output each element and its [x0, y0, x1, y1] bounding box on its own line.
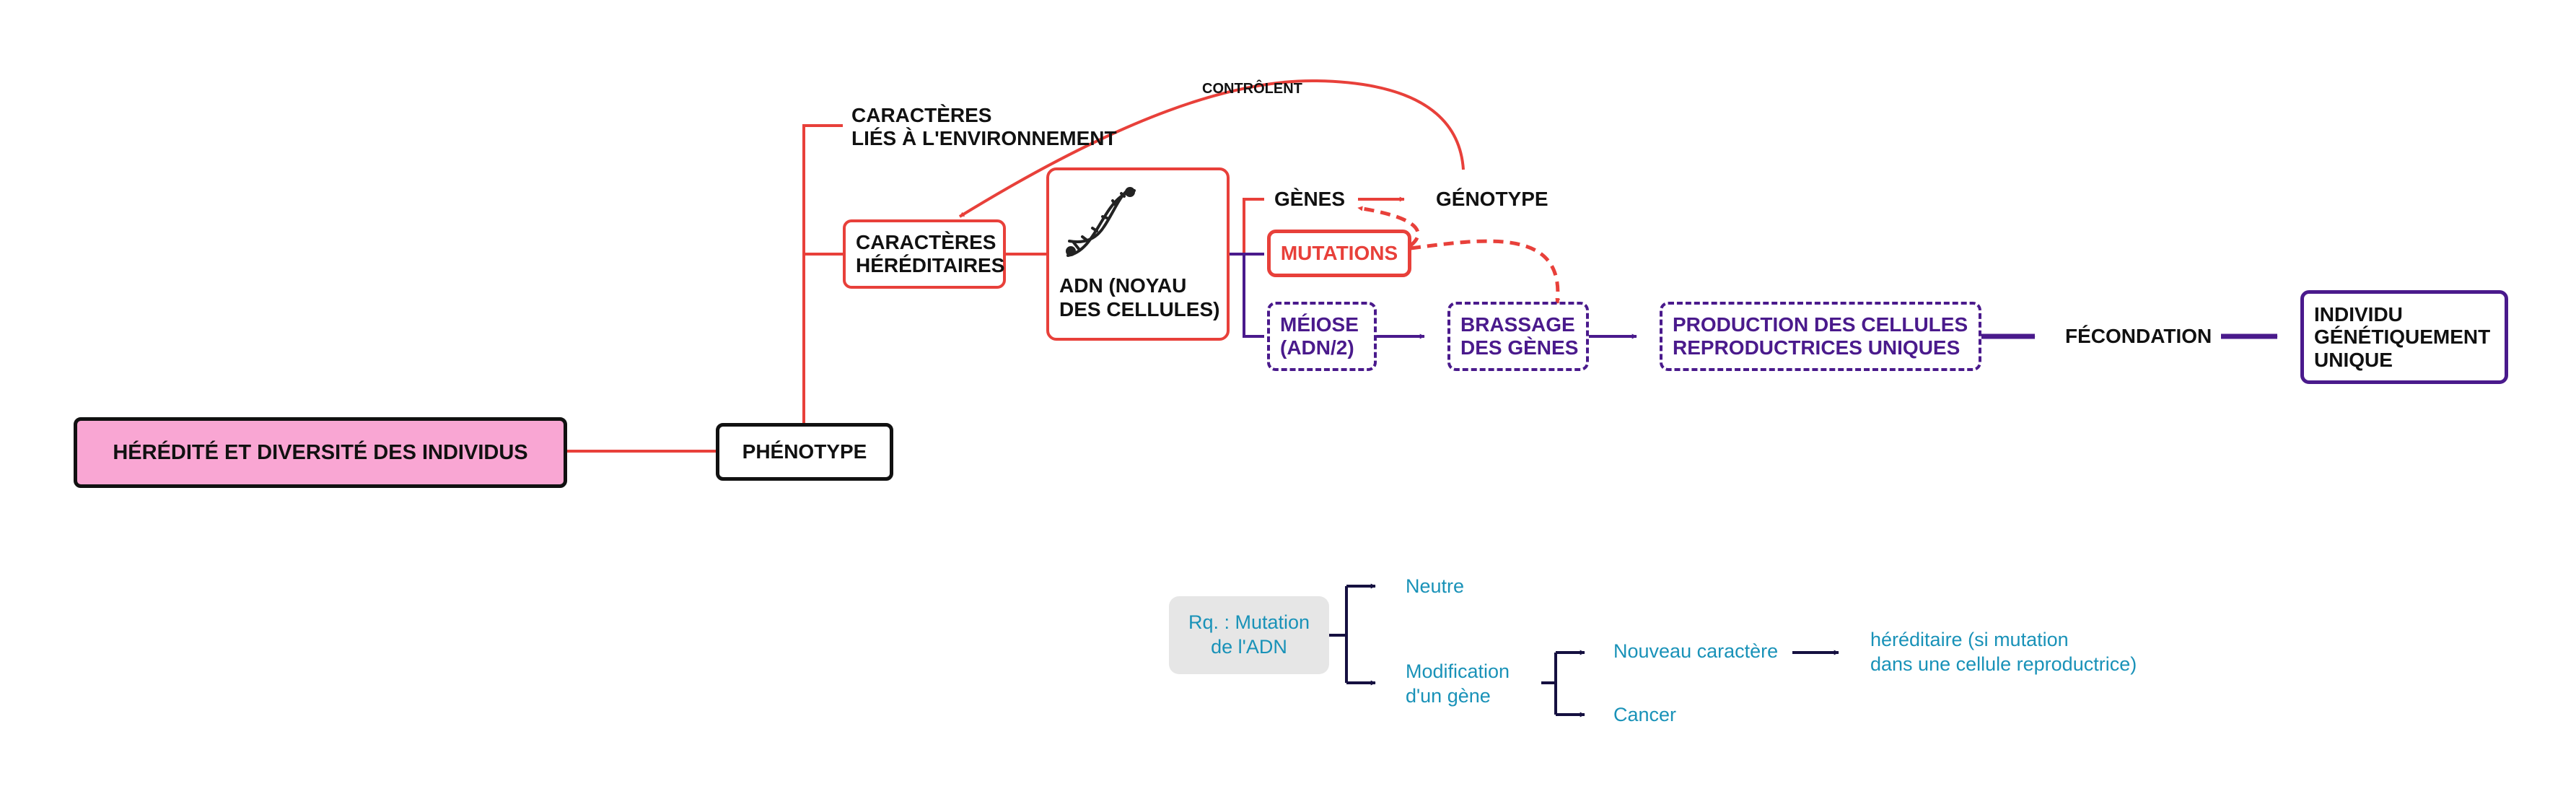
remark-modification-line2: d'un gène [1406, 684, 1491, 707]
remark-connectors [1329, 583, 1839, 717]
dna-icon [1066, 187, 1136, 257]
meiose-line1: Méiose [1280, 313, 1359, 336]
remark-hereditaire-line2: dans une cellule reproductrice) [1870, 653, 2137, 675]
connector-adn-meiose [1243, 254, 1264, 338]
individu-line3: unique [2314, 348, 2393, 371]
root-label: Hérédité et diversité des individus [113, 440, 528, 464]
individu-line1: Individu [2314, 302, 2403, 326]
remark-cancer: Cancer [1613, 704, 1677, 725]
genes-label: Gènes [1274, 188, 1346, 210]
mutations-label: Mutations [1280, 242, 1398, 264]
connector-phenotype-branches [802, 124, 843, 423]
hered-chars-line1: Caractères [856, 230, 996, 253]
production-node: Production des cellules reproductrices u… [1660, 302, 1981, 371]
remark-hereditaire: héréditaire (si mutation dans une cellul… [1870, 628, 2137, 677]
genotype-label: Génotype [1436, 188, 1548, 210]
connector-adn-genes [1243, 198, 1264, 254]
env-chars-line1: Caractères [851, 104, 992, 126]
adn-line2: des cellules) [1059, 298, 1220, 321]
brassage-node: Brassage des gènes [1447, 302, 1589, 371]
controlent-label: Contrôlent [1202, 81, 1302, 97]
meiose-line2: (ADN/2) [1280, 336, 1354, 359]
fecondation-label: Fécondation [2065, 325, 2212, 347]
controlent-arc [958, 79, 1465, 218]
remark-modification-line1: Modification [1406, 660, 1510, 682]
production-line2: reproductrices uniques [1673, 336, 1961, 359]
individu-line2: génétiquement [2314, 326, 2491, 349]
phenotype-node: Phénotype [716, 423, 893, 481]
hered-chars-node: Caractères héréditaires [843, 219, 1006, 289]
adn-node: ADN (noyau des cellules) [1046, 167, 1230, 341]
env-chars-line2: liés à l'environnement [851, 127, 1117, 150]
hered-chars-line2: héréditaires [856, 254, 1005, 276]
production-line1: Production des cellules [1673, 313, 1968, 336]
adn-line1: ADN (noyau [1059, 274, 1187, 297]
root-node: Hérédité et diversité des individus [74, 417, 567, 488]
individu-node: Individu génétiquement unique [2300, 290, 2508, 384]
mutations-node: Mutations [1267, 230, 1411, 277]
phenotype-label: Phénotype [742, 440, 867, 463]
remark-neutre: Neutre [1406, 575, 1465, 597]
brassage-line1: Brassage [1460, 313, 1575, 336]
remark-line1: Rq. : Mutation [1188, 611, 1310, 634]
remark-line2: de l'ADN [1211, 636, 1287, 658]
dashed-arrow-mutations-brassage [1410, 239, 1561, 304]
remark-nouveau: Nouveau caractère [1613, 640, 1779, 662]
env-chars-label: Caractères liés à l'environnement [851, 104, 1117, 150]
remark-box: Rq. : Mutation de l'ADN [1169, 596, 1329, 674]
remark-modification: Modification d'un gène [1406, 660, 1510, 709]
dashed-arrow-mutations-genes [1357, 206, 1420, 247]
brassage-line2: des gènes [1460, 336, 1579, 359]
remark-hereditaire-line1: héréditaire (si mutation [1870, 629, 2069, 650]
meiose-node: Méiose (ADN/2) [1267, 302, 1377, 371]
